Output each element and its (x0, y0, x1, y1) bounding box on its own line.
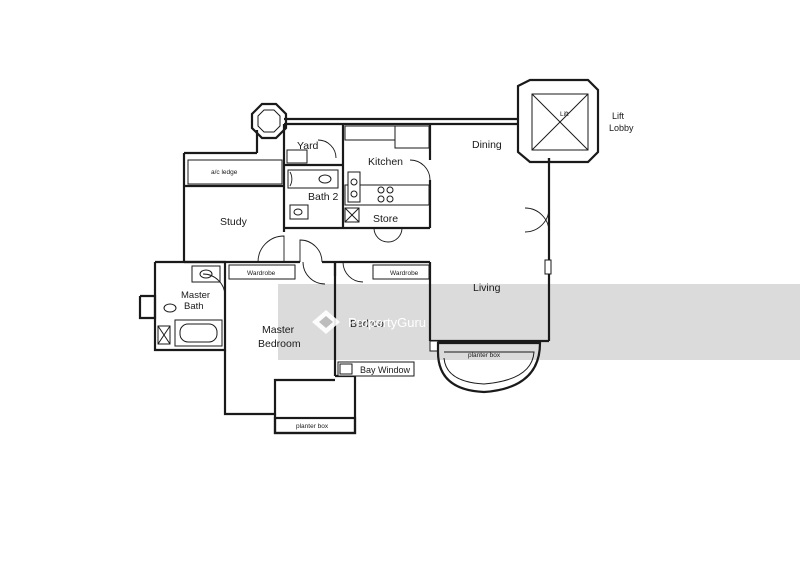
label-living: Living (473, 282, 501, 294)
octagon-bay (250, 102, 288, 140)
room-labels: Yard Kitchen Dining Lift Lift Lobby a/c … (181, 111, 634, 430)
label-planter-bottom: planter box (296, 423, 329, 430)
label-wardrobe-master: Wardrobe (247, 270, 276, 277)
label-wardrobe-bed: Wardrobe (390, 270, 419, 277)
label-master-bedroom-1: Master (262, 324, 295, 336)
label-lift: Lift (560, 111, 569, 118)
label-lift-lobby-1: Lift (612, 111, 625, 121)
label-bath-2: Bath 2 (308, 191, 339, 203)
label-master-bath-1: Master (181, 290, 210, 301)
label-store: Store (373, 213, 398, 225)
label-dining: Dining (472, 139, 502, 151)
planter-boxes (273, 341, 542, 435)
label-kitchen: Kitchen (368, 156, 403, 168)
interior-walls (184, 124, 432, 276)
fixtures (157, 125, 552, 377)
label-ac-ledge: a/c ledge (211, 169, 238, 176)
label-study: Study (220, 216, 248, 228)
label-planter-right: planter box (468, 352, 501, 359)
label-bedroom-partial: Bedroo (350, 318, 384, 330)
label-yard: Yard (297, 140, 319, 152)
watermark: PropertyGuru (312, 310, 426, 334)
label-master-bedroom-2: Bedroom (258, 338, 301, 350)
label-lift-lobby-2: Lobby (609, 123, 634, 133)
doors (202, 139, 550, 297)
label-master-bath-2: Bath (184, 301, 204, 312)
lift-shaft (516, 78, 600, 164)
watermark-brand: PropertyGuru (348, 315, 426, 330)
label-bay-window: Bay Window (360, 365, 411, 375)
